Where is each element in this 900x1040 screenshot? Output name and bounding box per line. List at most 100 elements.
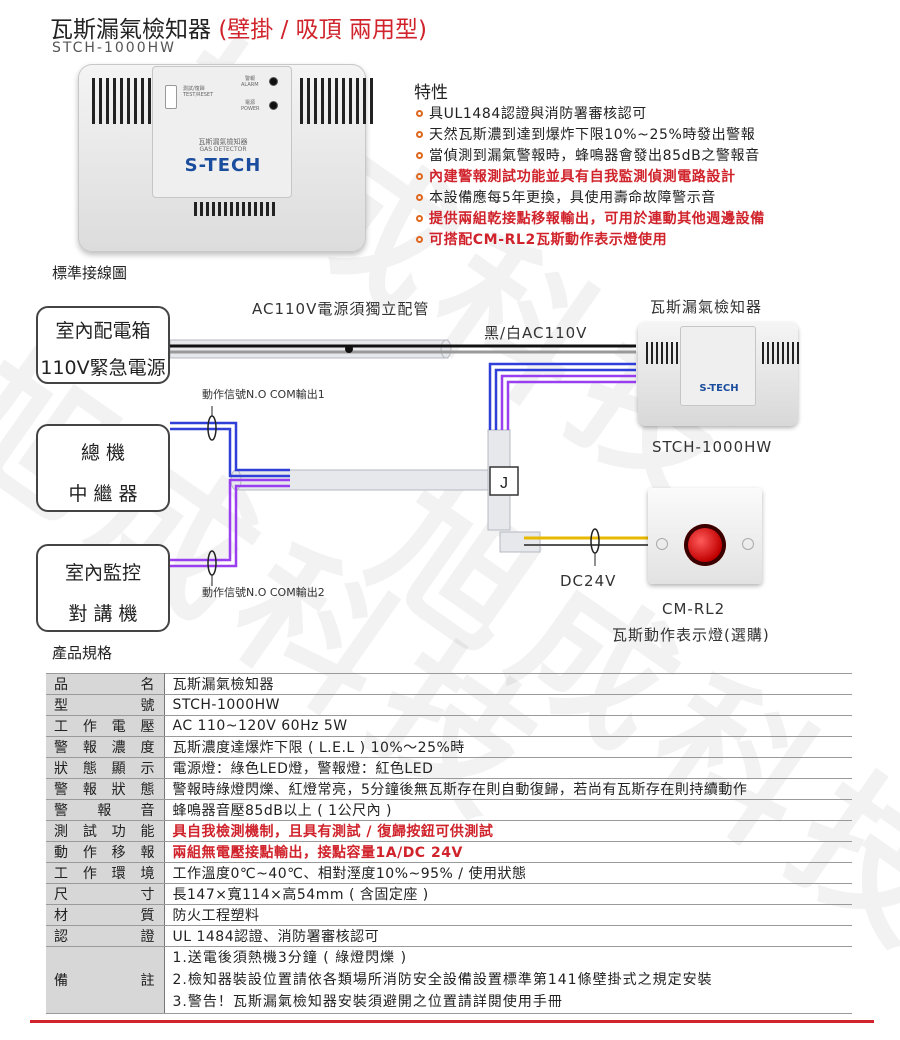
spec-value: 瓦斯濃度達爆炸下限 ( L.E.L ) 10%～25%時 — [164, 736, 852, 758]
spec-label-char: 顯 — [111, 761, 127, 777]
feature-item: 提供兩組乾接點移報輸出，可用於連動其他週邊設備 — [416, 209, 765, 230]
lamp-bulb — [684, 524, 726, 566]
spec-value: 工作溫度0℃~40℃、相對溼度10%~95% / 使用狀態 — [164, 862, 852, 884]
spec-label-char: 名 — [140, 677, 156, 693]
spec-label-char: 態 — [140, 782, 156, 798]
lamp-screw-left — [656, 538, 668, 550]
spec-notes: 1.送電後須熱機3分鐘 ( 綠燈閃爍 )2.檢知器裝設位置請依各類場所消防安全設… — [164, 946, 852, 1014]
spec-label: 警報音 — [46, 799, 165, 821]
feature-text: 當偵測到漏氣警報時，蜂鳴器會發出85dB之警報音 — [429, 148, 760, 164]
spec-value: 瓦斯漏氣檢知器 — [164, 673, 852, 695]
title-type: (壁掛 / 吸頂 兩用型) — [218, 17, 427, 43]
spec-label: 工作電壓 — [46, 715, 165, 737]
model-subtitle: STCH-1000HW — [52, 40, 176, 56]
spec-label-char: 態 — [82, 761, 98, 777]
spec-label-char: 能 — [140, 824, 156, 840]
power-label: 電源 — [245, 100, 256, 106]
footer-divider — [30, 1020, 874, 1023]
spec-value: 長147×寬114×高54mm ( 含固定座 ) — [164, 883, 852, 905]
indicator-lamp-image — [648, 488, 762, 584]
note-line: 3.警告！瓦斯漏氣檢知器安裝須避開之位置請詳閱使用手冊 — [172, 994, 563, 1010]
power-box-line1: 室內配電箱 — [55, 320, 151, 342]
spec-label-char: 註 — [140, 973, 156, 989]
spec-label-char: 報 — [140, 845, 156, 861]
spec-value: 兩組無電壓接點輸出，接點容量1A/DC 24V — [164, 841, 852, 863]
feature-item: 本設備應每5年更換，具使用壽命故障警示音 — [416, 188, 765, 209]
alarm-label: 警報 — [245, 76, 256, 82]
ac-conduit-note: AC110V電源須獨立配管 — [252, 300, 430, 318]
spec-label-char: 警 — [54, 782, 69, 798]
signal-wire-intercom-1 — [170, 484, 290, 568]
detector-title-label: 瓦斯漏氣檢知器 — [650, 298, 763, 316]
note-line: 2.檢知器裝設位置請依各類場所消防安全設備設置標準第141條壁掛式之規定安裝 — [172, 972, 713, 988]
output1-label: 動作信號N.O COM輸出1 — [202, 388, 325, 401]
intercom-box-line2: 對 講 機 — [68, 603, 138, 625]
feature-item: 可搭配CM-RL2瓦斯動作表示燈使用 — [416, 230, 765, 251]
spec-row: 尺寸長147×寬114×高54mm ( 含固定座 ) — [46, 883, 852, 905]
spec-label: 備註 — [46, 946, 165, 1014]
spec-label-char: 號 — [140, 698, 156, 714]
spec-label-char: 作 — [82, 719, 98, 735]
right-vents — [300, 78, 373, 124]
feature-item: 內建警報測試功能並具有自我監測偵測電路設計 — [416, 167, 765, 188]
spec-label-char: 工 — [54, 866, 69, 882]
output2-label: 動作信號N.O COM輸出2 — [202, 586, 325, 599]
features-list: 具UL1484認證與消防署審核認可天然瓦斯濃到達到爆炸下限10%~25%時發出警… — [416, 104, 765, 251]
spec-label-char: 移 — [111, 845, 127, 861]
spec-label: 狀態顯示 — [46, 757, 165, 779]
spec-row: 狀態顯示電源燈：綠色LED燈，警報燈：紅色LED — [46, 757, 852, 779]
spec-label-char: 試 — [82, 824, 98, 840]
spec-value: AC 110~120V 60Hz 5W — [164, 715, 852, 737]
conduit-lamp — [499, 531, 541, 553]
detector-diagram-panel: S-TECH — [680, 326, 756, 406]
host-relay-box: 總 機 中 繼 器 — [36, 424, 170, 512]
junction-label: J — [500, 475, 508, 492]
wiring-section-title: 標準接線圖 — [52, 264, 128, 282]
spec-label-char: 備 — [54, 973, 69, 989]
page-title: 瓦斯漏氣檢知器 (壁掛 / 吸頂 兩用型) — [50, 10, 427, 44]
spec-label-char: 報 — [82, 782, 98, 798]
spec-value: 蜂鳴器音壓85dB以上 ( 1公尺內 ) — [164, 799, 852, 821]
power-panel-box: 室內配電箱 110V緊急電源 — [36, 306, 170, 384]
signal-wire-host-1 — [170, 421, 290, 472]
host-box-line2: 中 繼 器 — [68, 483, 138, 505]
spec-label-char: 動 — [54, 845, 69, 861]
feature-text: 本設備應每5年更換，具使用壽命故障警示音 — [429, 190, 716, 206]
wiring-diagram: J — [169, 339, 656, 586]
spec-label-char: 尺 — [54, 887, 69, 903]
spec-label-char: 作 — [82, 866, 98, 882]
spec-label-char: 示 — [140, 761, 156, 777]
spec-label-char: 濃 — [111, 740, 127, 756]
feature-item: 具UL1484認證與消防署審核認可 — [416, 104, 765, 125]
spec-label: 型號 — [46, 694, 165, 716]
bullet-icon — [416, 215, 423, 222]
junction-box — [489, 466, 519, 496]
spec-label-char: 境 — [140, 866, 156, 882]
spec-label: 材質 — [46, 904, 165, 926]
test-reset-button-image — [165, 85, 177, 109]
spec-label-char: 功 — [111, 824, 127, 840]
bullet-icon — [416, 173, 423, 180]
lamp-screw-right — [742, 538, 754, 550]
alarm-label-en: ALARM — [241, 82, 259, 88]
spec-label: 工作環境 — [46, 862, 165, 884]
feature-item: 當偵測到漏氣警報時，蜂鳴器會發出85dB之警報音 — [416, 146, 765, 167]
spec-row: 材質防火工程塑料 — [46, 904, 852, 926]
spec-value: 警報時綠燈閃爍、紅燈常亮，5分鐘後無瓦斯存在則自動復歸，若尚有瓦斯存在則持續動作 — [164, 778, 852, 800]
spec-value: 具自我檢測機制，且具有測試 / 復歸按鈕可供測試 — [164, 820, 852, 842]
dc24v-label: DC24V — [560, 572, 617, 590]
spec-label-char: 質 — [140, 908, 156, 924]
intercom-box-line1: 室內監控 — [64, 562, 141, 584]
lamp-model-label: CM-RL2 — [662, 600, 726, 618]
spec-row: 警報音蜂鳴器音壓85dB以上 ( 1公尺內 ) — [46, 799, 852, 821]
feature-text: 提供兩組乾接點移報輸出，可用於連動其他週邊設備 — [429, 211, 765, 227]
detector-diagram-brand: S-TECH — [699, 383, 739, 394]
spec-label: 品名 — [46, 673, 165, 695]
spec-row: 動作移報兩組無電壓接點輸出，接點容量1A/DC 24V — [46, 841, 852, 863]
bullet-icon — [416, 236, 423, 243]
ac-wire-label: 黑/白AC110V — [484, 324, 588, 342]
spec-row: 測試功能具自我檢測機制，且具有測試 / 復歸按鈕可供測試 — [46, 820, 852, 842]
